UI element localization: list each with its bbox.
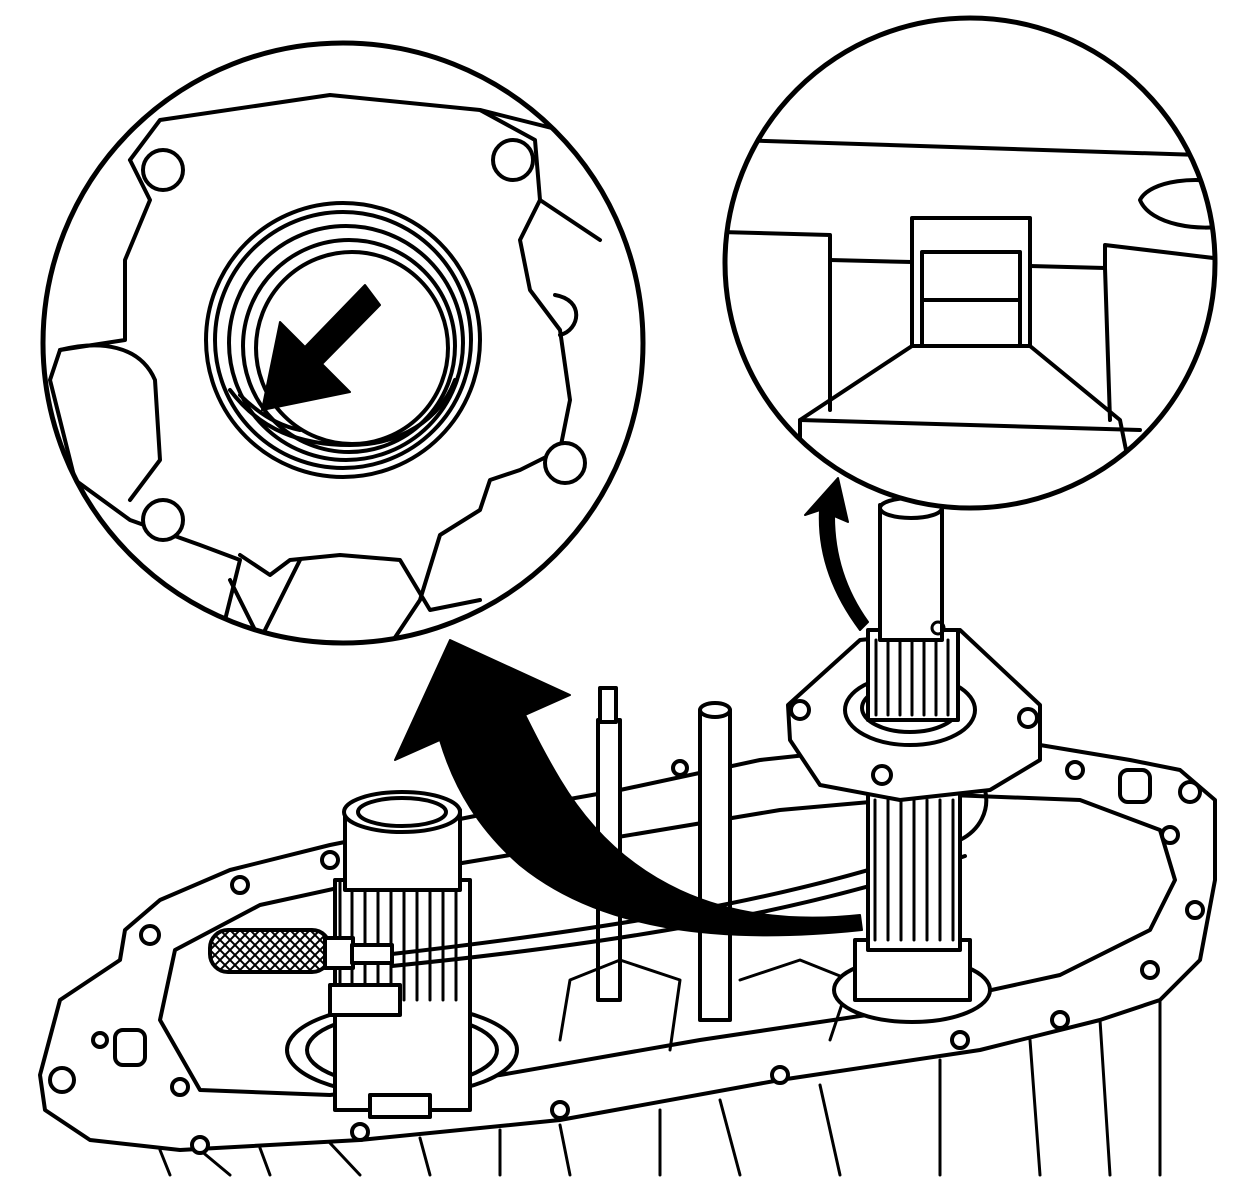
- dowel-pin-left: [113, 1028, 147, 1067]
- large-callout-arrow-icon: [394, 639, 863, 937]
- right-detail-view-icon: [722, 15, 1218, 511]
- output-shaft-right: [786, 496, 1042, 1024]
- dowel-pin-right: [1118, 768, 1152, 804]
- left-detail-view-icon: [40, 40, 646, 646]
- case-skirt: [158, 998, 1162, 1177]
- detail-pointer-arrow-icon: [261, 284, 381, 411]
- small-callout-arrow-icon: [804, 477, 869, 631]
- case-bolt-holes: [48, 759, 1205, 1155]
- input-shaft-left: [285, 790, 519, 1119]
